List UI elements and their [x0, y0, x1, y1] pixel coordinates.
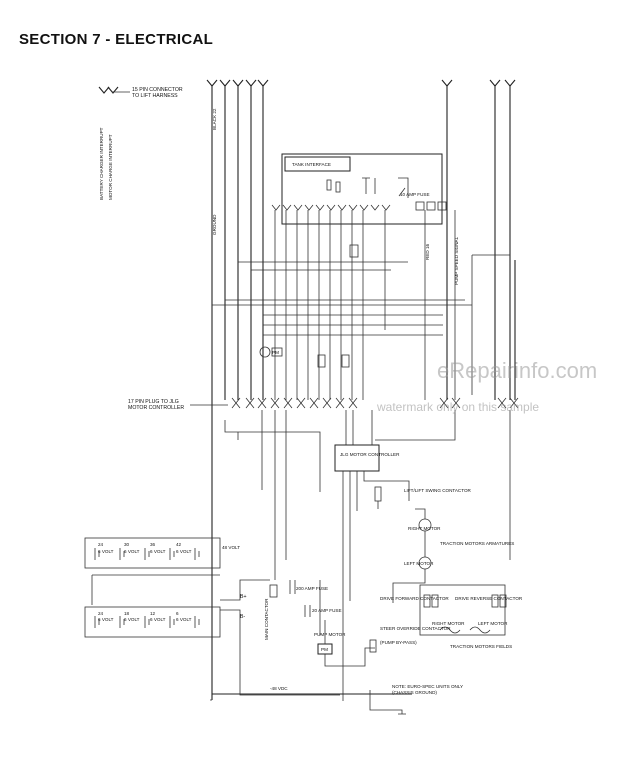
steer-override-contactor-label: STEER OVERRIDE CONTACTOR [380, 626, 451, 631]
red-16-label: RED 16 [425, 243, 430, 260]
battery-top-id-3: 36 [150, 542, 156, 547]
battery-bottom-volt-4: 6 VOLT [176, 617, 192, 622]
jlg-motor-controller-label: JLG MOTOR CONTROLLER [340, 452, 400, 457]
watermark-sub: watermark only on this sample [376, 400, 539, 414]
battery-charger-interrupt-label: BATTERY CHARGER INTERRUPT [99, 127, 104, 200]
right-motor-label: RIGHT MOTOR [408, 526, 441, 531]
connector-row-17pin [231, 397, 519, 409]
pump-motor-label: PUMP MOTOR [314, 632, 346, 637]
ground-label: GROUND [212, 214, 217, 235]
battery-top-id-4: 42 [176, 542, 182, 547]
jlg-motor-controller-box [334, 444, 380, 472]
tank-interface-label: TANK INTERFACE [292, 162, 331, 167]
field-box [419, 584, 506, 636]
volt-48-label: 48 VOLT [222, 545, 240, 550]
b-minus-label: B- [240, 614, 245, 620]
note-line2: (CHASSIS GROUND) [392, 690, 437, 695]
drive-forward-contactor-label: DRIVE FORWARD CONTACTOR [380, 596, 449, 601]
battery-top-volt-4: 6 VOLT [176, 549, 192, 554]
left-motor-label: LEFT MOTOR [404, 561, 434, 566]
pm-small-label: PM [272, 350, 279, 355]
minus-48vdc-label: -48 VDC [270, 686, 288, 691]
battery-top-volt-2: 6 VOLT [124, 549, 140, 554]
pump-bypass-label: (PUMP BY-PASS) [380, 640, 417, 645]
section-title: SECTION 7 - ELECTRICAL [19, 31, 214, 48]
battery-top-volt-3: 6 VOLT [150, 549, 166, 554]
watermark-main: eRepairinfo.com [437, 358, 597, 383]
plug-17pin-label: 17 PIN PLUG TO JLG [128, 399, 179, 405]
connector-15pin-label: 15 PIN CONNECTOR [132, 87, 183, 93]
plug-17pin-sublabel: MOTOR CONTROLLER [128, 405, 184, 411]
bus-lines [211, 86, 516, 700]
traction-motors-armatures-label: TRACTION MOTORS ARMATURES [440, 541, 514, 546]
battery-bottom-volt-1: 6 VOLT [98, 617, 114, 622]
motor-charge-interrupt-label: MOTOR CHARGE INTERRUPT [108, 134, 113, 200]
note-line1: NOTE: EURO-SPEC UNITS ONLY [392, 684, 463, 689]
battery-bottom-id-3: 12 [150, 611, 156, 616]
left-motor-field-label: LEFT MOTOR [478, 621, 508, 626]
fuse-20-label: 20 AMP FUSE [312, 608, 342, 613]
drive-reverse-contactor-label: DRIVE REVERSE CONTACTOR [455, 596, 523, 601]
right-motor-field-label: RIGHT MOTOR [432, 621, 465, 626]
battery-top-volt-1: 6 VOLT [98, 549, 114, 554]
battery-bottom-volt-2: 6 VOLT [124, 617, 140, 622]
connector-15pin-sublabel: TO LIFT HARNESS [132, 93, 178, 99]
main-contactor-label: MAIN CONTACTOR [264, 598, 269, 640]
lift-swing-contactor-label: LIFT/LIFT SWING CONTACTOR [404, 488, 472, 493]
battery-bank-bottom [84, 606, 221, 638]
fuse-200-label: 200 AMP FUSE [296, 586, 328, 591]
b-plus-label: B+ [240, 594, 247, 600]
battery-top-id-2: 30 [124, 542, 130, 547]
pump-motor-pm-label: PM [321, 647, 328, 652]
pump-speed-signal-label: PUMP SPEED SIGNAL [454, 236, 459, 285]
connector-row-1 [271, 204, 391, 211]
black-22-label: BLACK 22 [212, 108, 217, 130]
battery-bottom-id-4: 6 [176, 611, 179, 616]
battery-top-id-1: 24 [98, 542, 104, 547]
amp-fuse-10-label: 10 AMP FUSE [400, 192, 430, 197]
battery-bottom-id-2: 18 [124, 611, 130, 616]
battery-bottom-volt-3: 6 VOLT [150, 617, 166, 622]
battery-bank-top [84, 537, 221, 569]
traction-motors-fields-label: TRACTION MOTORS FIELDS [450, 644, 512, 649]
battery-bottom-id-1: 24 [98, 611, 104, 616]
